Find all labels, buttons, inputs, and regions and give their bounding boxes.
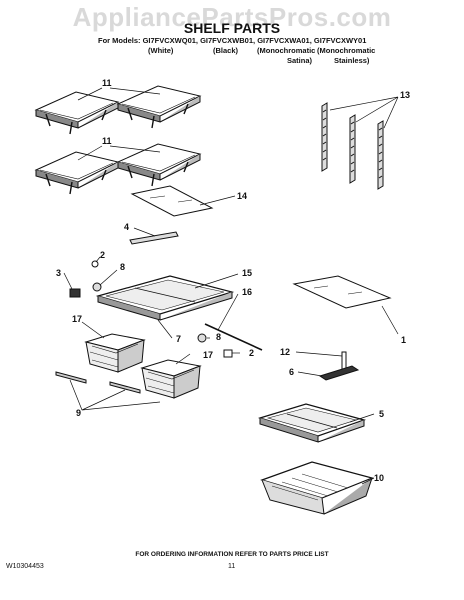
models-line: For Models: GI7FVCXWQ01, GI7FVCXWB01, GI…	[98, 36, 367, 45]
model-variants: (White) (Black) (Monochromatic (Monochro…	[0, 46, 464, 68]
callout-6: 6	[289, 367, 294, 377]
callout-15: 15	[242, 268, 252, 278]
cap-8b	[197, 333, 207, 343]
callout-8-lower: 8	[216, 332, 221, 342]
callout-17-right: 17	[203, 350, 213, 360]
callout-7: 7	[176, 334, 181, 344]
variant-black: (Black)	[213, 46, 239, 55]
ordering-note: FOR ORDERING INFORMATION REFER TO PARTS …	[135, 551, 329, 558]
callout-12: 12	[280, 347, 290, 357]
callout-9: 9	[76, 408, 81, 418]
wire-shelf-1	[35, 91, 119, 135]
leader-lines	[63, 87, 399, 485]
callout-5: 5	[379, 409, 384, 419]
callout-17-left: 17	[72, 314, 82, 324]
callout-2-lower: 2	[249, 348, 254, 358]
divider-rod-16	[204, 323, 263, 351]
bracket-3	[69, 288, 81, 298]
page-title: SHELF PARTS	[183, 20, 281, 36]
wire-shelf-4	[117, 143, 201, 187]
variant-satina: Satina)	[287, 56, 313, 65]
callout-2-upper: 2	[100, 250, 105, 260]
wire-shelf-3	[35, 151, 119, 195]
glass-shelf-panel-1	[292, 275, 392, 309]
slide-rail-4	[129, 231, 179, 245]
crisper-bin-17a	[85, 333, 145, 373]
callout-11-mid: 11	[102, 136, 112, 146]
watermark-text: AppliancePartsPros.com	[72, 2, 392, 32]
callout-8-upper: 8	[120, 262, 125, 272]
crisper-cover-frame-15	[95, 275, 235, 321]
cap-8a	[92, 282, 102, 292]
callout-3: 3	[56, 268, 61, 278]
deli-drawer-10	[260, 461, 374, 515]
callout-4: 4	[124, 222, 129, 232]
variant-stainless: Stainless)	[334, 56, 370, 65]
glass-shelf-panel-14	[130, 185, 214, 217]
support-9b	[109, 381, 141, 394]
callout-10: 10	[374, 473, 384, 483]
document-number: W10304453	[6, 563, 44, 570]
callout-1: 1	[401, 335, 406, 345]
callout-14: 14	[237, 191, 247, 201]
variant-mono-stainless: (Monochromatic	[317, 46, 376, 55]
clip-2a	[91, 260, 99, 268]
shelf-rail-1	[321, 102, 328, 172]
crisper-bin-17b	[141, 359, 201, 399]
shelf-rail-3	[377, 120, 384, 190]
callout-11-top: 11	[102, 78, 112, 88]
callout-13: 13	[400, 90, 410, 100]
support-9a	[55, 371, 87, 384]
callout-16: 16	[242, 287, 252, 297]
bracket-6	[318, 365, 360, 381]
wire-shelf-2	[117, 85, 201, 129]
variant-white: (White)	[148, 46, 174, 55]
clip-2b	[223, 349, 233, 358]
shelf-rail-2	[349, 114, 356, 184]
deli-drawer-frame-5	[257, 403, 367, 443]
page-number: 11	[228, 563, 236, 570]
variant-mono-satina: (Monochromatic	[257, 46, 316, 55]
